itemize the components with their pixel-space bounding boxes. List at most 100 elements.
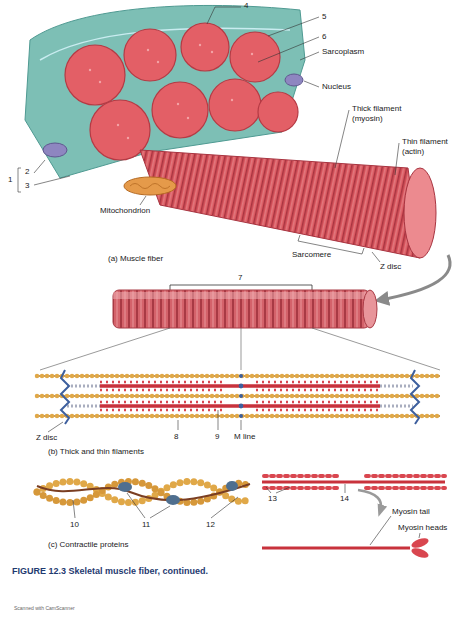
dot xyxy=(157,61,159,63)
fiber-cut-end xyxy=(404,168,436,258)
myofibril-end xyxy=(258,92,298,132)
leader-line xyxy=(276,487,290,493)
part-label: Nucleus xyxy=(322,82,351,92)
troponin xyxy=(118,482,132,492)
part-label: 14 xyxy=(340,494,349,504)
leader-line xyxy=(127,493,145,518)
myosin-heads xyxy=(264,476,445,488)
myofibril-end xyxy=(124,29,176,81)
part-label: 8 xyxy=(174,432,178,442)
zoom-line xyxy=(312,328,440,370)
myosin-heads xyxy=(100,382,380,410)
part-label: Mitochondrion xyxy=(100,206,150,216)
myofibril-end xyxy=(65,45,125,105)
tropomyosin xyxy=(37,484,250,500)
zoom-line xyxy=(40,328,170,370)
nucleus xyxy=(285,74,303,86)
actin-strand xyxy=(37,482,250,503)
leader-line xyxy=(73,500,75,518)
part-label: 10 xyxy=(70,520,79,530)
zoom-arrow xyxy=(358,490,381,512)
part-label: (c) Contractile proteins xyxy=(48,540,128,550)
leader-line xyxy=(241,420,242,430)
part-label: 12 xyxy=(206,520,215,530)
leader-line xyxy=(150,506,170,518)
m-line-dot xyxy=(239,374,243,378)
leader-line xyxy=(300,52,319,60)
part-label: 13 xyxy=(268,494,277,504)
z-disc xyxy=(61,370,419,424)
myosin-tail xyxy=(262,547,410,550)
dot xyxy=(117,124,119,126)
dot xyxy=(231,99,233,101)
m-line-dot xyxy=(239,414,243,418)
leader-line xyxy=(370,516,391,545)
nucleus xyxy=(43,143,67,157)
figure-caption: FIGURE 12.3 Skeletal muscle fiber, conti… xyxy=(12,566,208,577)
part-label: 2 xyxy=(25,167,29,177)
troponin xyxy=(226,481,238,491)
watermark: Scanned with CamScanner xyxy=(14,605,75,611)
leader-line xyxy=(395,143,399,175)
actin-strand xyxy=(37,482,250,503)
dot xyxy=(147,49,149,51)
thin-filaments xyxy=(37,376,440,416)
dot xyxy=(199,44,201,46)
myofibril-end xyxy=(363,290,377,328)
dot xyxy=(127,137,129,139)
zoom-line xyxy=(241,328,242,370)
leader-line xyxy=(211,497,238,518)
leader-lines-b xyxy=(48,410,241,432)
part-label: (b) Thick and thin filaments xyxy=(48,447,144,457)
leader-lines-a xyxy=(18,7,399,262)
part-label: 6 xyxy=(322,32,326,42)
part-label: 4 xyxy=(244,1,248,11)
leader-line xyxy=(48,422,63,432)
part-label: Thin filament (actin) xyxy=(402,137,464,156)
leader-line xyxy=(140,196,146,205)
myofibril-end xyxy=(209,79,261,131)
thick-filaments xyxy=(100,382,380,410)
zoom-arrow xyxy=(380,255,450,300)
leader-line xyxy=(266,487,271,493)
part-label: 7 xyxy=(238,273,242,283)
leader-line xyxy=(335,110,349,168)
troponin xyxy=(166,495,180,505)
myosin-head xyxy=(410,536,430,550)
leader-line xyxy=(268,17,319,36)
bracket xyxy=(18,168,21,192)
part-label: 11 xyxy=(142,520,150,530)
panel-a-art xyxy=(18,5,450,300)
part-label: 3 xyxy=(25,181,29,191)
dot xyxy=(99,81,101,83)
leader-lines-c xyxy=(73,484,420,545)
actin-beads xyxy=(37,376,440,416)
dot xyxy=(89,69,91,71)
myosin-head xyxy=(410,546,430,560)
thin-core xyxy=(37,376,440,416)
part-label: Z disc xyxy=(380,262,401,272)
part-label: 1 xyxy=(8,175,12,185)
myofibril-end xyxy=(230,32,280,82)
part-label: M line xyxy=(234,432,255,442)
myofibril-ends xyxy=(65,23,298,160)
m-line-dot xyxy=(239,384,244,389)
part-label: Sarcoplasm xyxy=(322,47,364,57)
leader-line xyxy=(345,484,346,493)
leader-line xyxy=(419,533,420,538)
myofibril-end xyxy=(152,82,208,138)
dot xyxy=(211,51,213,53)
m-line-dot xyxy=(239,394,243,398)
myofibril-end xyxy=(181,23,229,71)
muscle-fiber xyxy=(140,150,420,258)
dot xyxy=(187,117,189,119)
leader-line xyxy=(258,37,319,62)
leader-line xyxy=(218,410,219,430)
myofibril xyxy=(113,290,370,328)
part-label: Sarcomere xyxy=(292,250,331,260)
part-label: Thick filament (myosin) xyxy=(352,104,414,123)
leader-line xyxy=(34,176,70,185)
part-label: 5 xyxy=(322,12,326,22)
part-label: Myosin tail xyxy=(392,507,430,517)
highlight xyxy=(113,292,370,299)
